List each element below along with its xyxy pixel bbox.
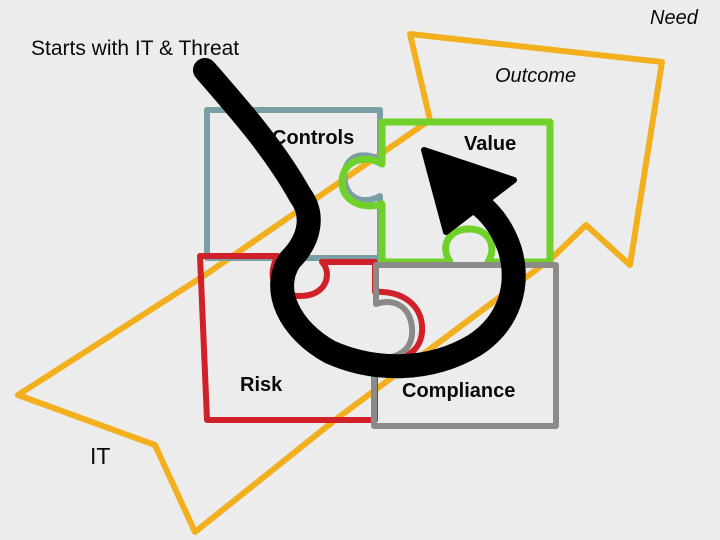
outcome-label: Outcome — [495, 65, 577, 87]
flow-arrowhead — [421, 147, 517, 235]
start-note-label: Starts with IT & Threat — [31, 37, 240, 60]
it-to-need-arrow — [15, 31, 665, 535]
compliance-label: Compliance — [402, 380, 516, 402]
value-label: Value — [464, 133, 517, 155]
it-label: IT — [90, 443, 111, 469]
need-label: Need — [650, 7, 698, 29]
flow-path — [193, 58, 526, 379]
risk-label: Risk — [240, 374, 283, 396]
controls-label: Controls — [272, 127, 355, 149]
